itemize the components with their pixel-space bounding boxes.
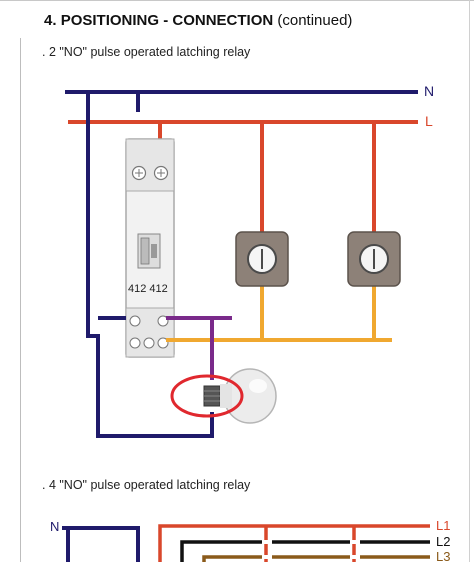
s2-l2-bus — [180, 540, 430, 562]
section-number: 4. — [44, 12, 57, 29]
s2-l3-bus — [202, 555, 430, 562]
right-rule — [469, 0, 470, 562]
top-rule — [0, 0, 474, 1]
caption-2no-relay: . 2 "NO" pulse operated latching relay — [42, 45, 251, 59]
push-button-2 — [347, 231, 401, 287]
neutral-label: N — [424, 83, 434, 99]
highlight-circle — [170, 374, 244, 418]
s2-l2-label: L2 — [436, 534, 450, 549]
push-button-1 — [235, 231, 289, 287]
s2-l3-label: L3 — [436, 549, 450, 562]
live-label: L — [425, 113, 433, 129]
light-bulb — [203, 368, 277, 424]
latching-relay — [125, 138, 175, 358]
neutral-return-wire — [86, 92, 214, 438]
s2-neutral-label: N — [50, 519, 59, 534]
s2-l1-label: L1 — [436, 518, 450, 533]
section-suffix: (continued) — [277, 12, 353, 29]
s2-neutral-wire — [62, 526, 140, 562]
s2-l1-bus — [158, 524, 430, 562]
relay-reference-label: 412 412 — [128, 283, 168, 295]
left-rule — [20, 38, 21, 562]
page-title: 4. POSITIONING - CONNECTION (continued) — [44, 12, 352, 29]
caption-4no-relay: . 4 "NO" pulse operated latching relay — [42, 478, 251, 492]
section-title: POSITIONING - CONNECTION — [60, 12, 274, 29]
